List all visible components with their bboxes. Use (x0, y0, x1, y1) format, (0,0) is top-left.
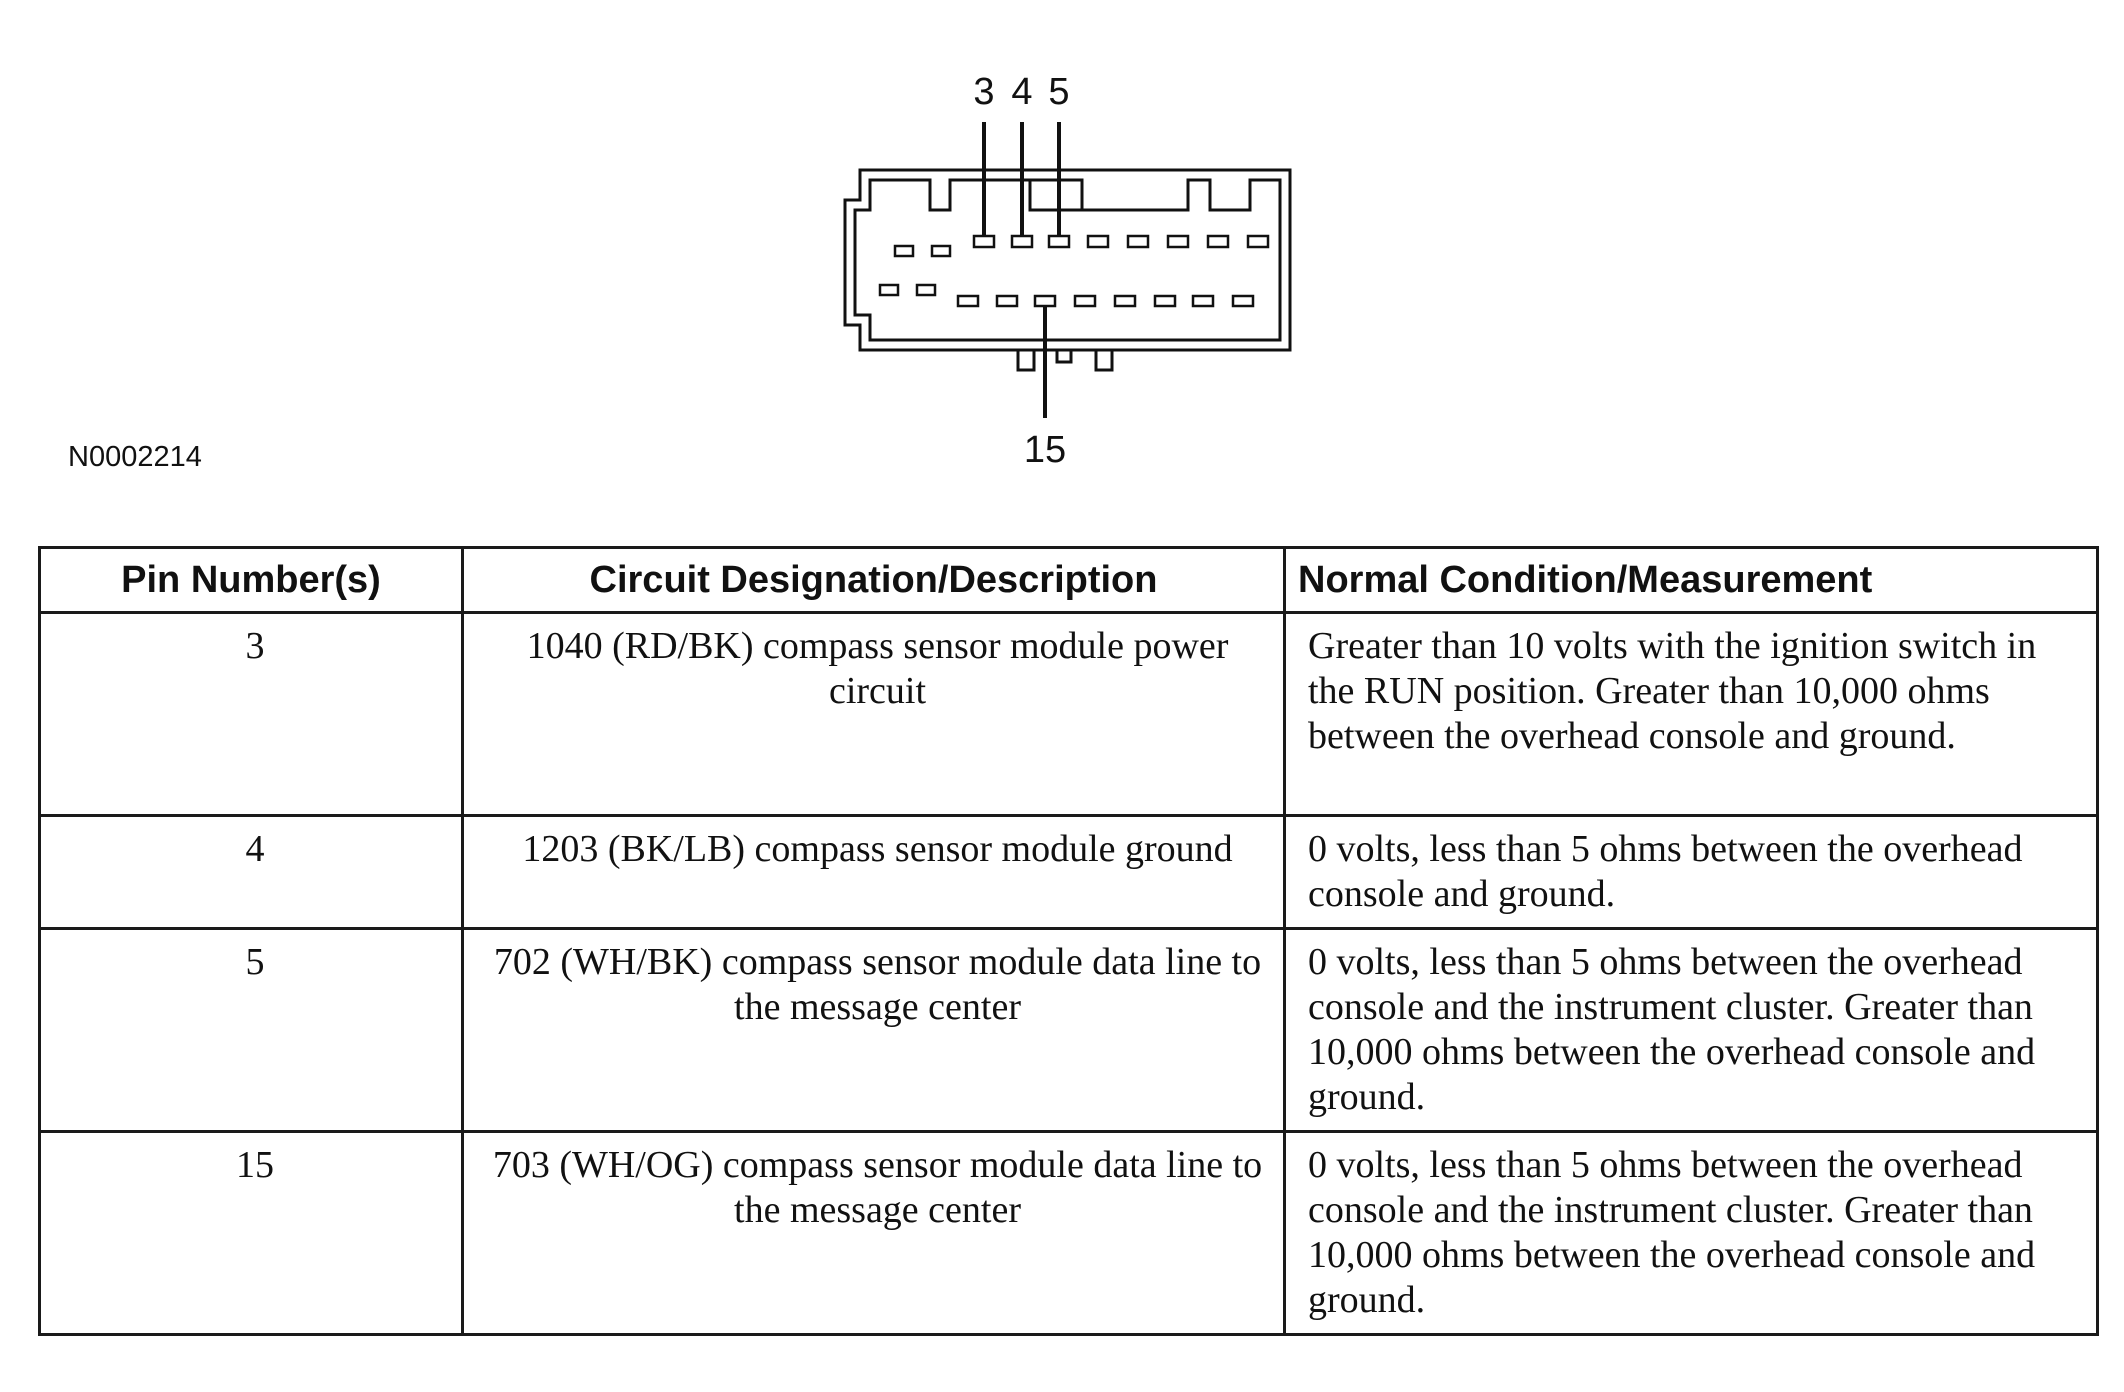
pin-number-cell: 5 (38, 927, 464, 1133)
table-row: 5 702 (WH/BK) compass sensor module data… (38, 927, 2099, 1133)
figure-id: N0002214 (68, 441, 202, 473)
header-circuit-description: Circuit Designation/Description (461, 546, 1286, 614)
measurement-cell: 0 volts, less than 5 ohms between the ov… (1283, 1130, 2099, 1336)
header-pin-numbers: Pin Number(s) (38, 546, 464, 614)
pinout-table: Pin Number(s) Circuit Designation/Descri… (38, 546, 2099, 1336)
connector-outline (843, 168, 1292, 352)
connector-tab (1055, 348, 1073, 364)
pin-number-cell: 15 (38, 1130, 464, 1336)
circuit-description-cell: 1040 (RD/BK) compass sensor module power… (461, 611, 1286, 817)
connector-diagram: 3 4 5 15 N0002214 (0, 0, 2124, 480)
pin-number-cell: 3 (38, 611, 464, 817)
connector-tab (1016, 348, 1036, 372)
table-row: 3 1040 (RD/BK) compass sensor module pow… (38, 611, 2099, 817)
circuit-description-cell: 702 (WH/BK) compass sensor module data l… (461, 927, 1286, 1133)
connector-face-drawing: 3 4 5 15 N0002214 (68, 71, 1292, 473)
circuit-description-cell: 1203 (BK/LB) compass sensor module groun… (461, 814, 1286, 930)
connector-latch (1028, 178, 1084, 212)
measurement-cell: Greater than 10 volts with the ignition … (1283, 611, 2099, 817)
table-row: 15 703 (WH/OG) compass sensor module dat… (38, 1130, 2099, 1336)
table-row: 4 1203 (BK/LB) compass sensor module gro… (38, 814, 2099, 930)
connector-tab (1094, 348, 1114, 372)
pin-label-4: 4 (1011, 71, 1032, 113)
measurement-cell: 0 volts, less than 5 ohms between the ov… (1283, 927, 2099, 1133)
connector-inner-wall (853, 178, 1282, 342)
circuit-description-cell: 703 (WH/OG) compass sensor module data l… (461, 1130, 1286, 1336)
pin-label-15: 15 (1024, 429, 1066, 471)
pin-cavities (878, 234, 1270, 308)
table-header-row: Pin Number(s) Circuit Designation/Descri… (38, 546, 2099, 614)
header-normal-condition: Normal Condition/Measurement (1283, 546, 2099, 614)
pin-leader-lines (982, 122, 1061, 418)
pin-label-3: 3 (973, 71, 994, 113)
measurement-cell: 0 volts, less than 5 ohms between the ov… (1283, 814, 2099, 930)
pin-label-5: 5 (1048, 71, 1069, 113)
pin-number-cell: 4 (38, 814, 464, 930)
